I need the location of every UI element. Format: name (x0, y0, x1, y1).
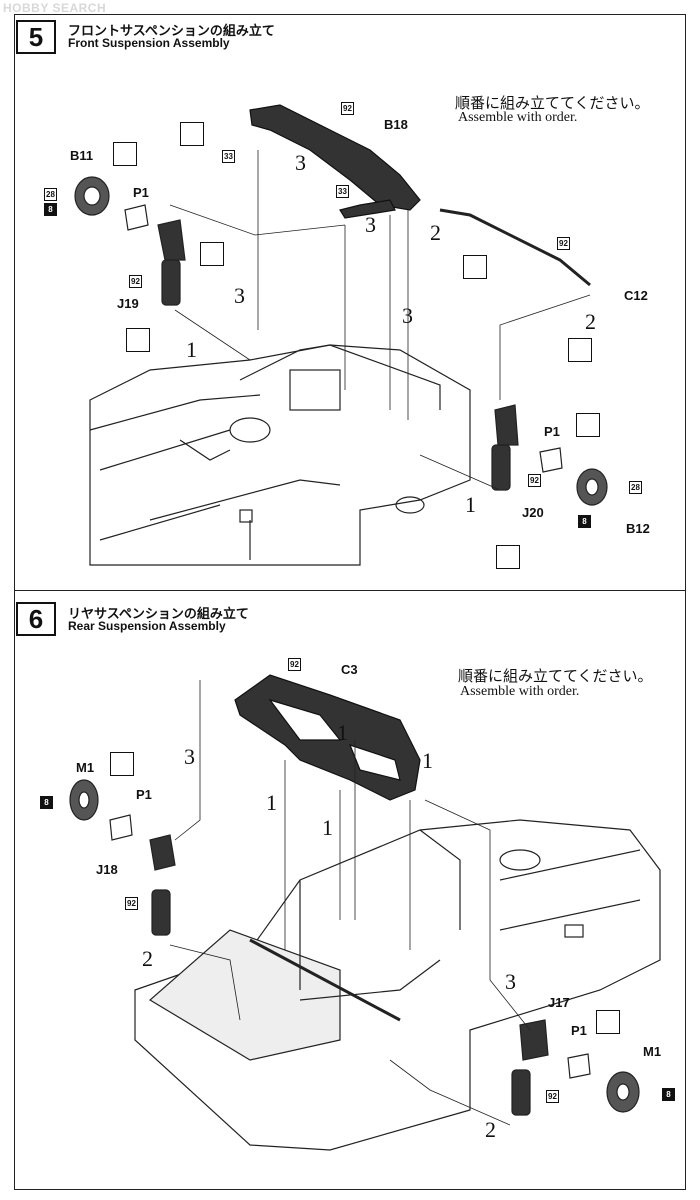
part-label: B12 (626, 521, 650, 536)
cement-icon (113, 142, 137, 166)
paint-code-tag: 92 (341, 102, 354, 115)
paint-code-tag: 92 (129, 275, 142, 288)
assembly-note-en: Assemble with order. (460, 684, 580, 699)
assembly-note-en: Assemble with order. (458, 110, 578, 125)
j19-shock-drawing (157, 219, 186, 306)
order-mark: 3 (234, 283, 245, 308)
step-number-badge: 6 (16, 602, 56, 636)
step-title-jp: リヤサスペンションの組み立て (68, 606, 249, 621)
cement-icon (126, 328, 150, 352)
order-mark: 2 (142, 946, 153, 971)
paint-code-tag: 33 (222, 150, 235, 163)
paint-code-tag: 92 (546, 1090, 559, 1103)
b11-hub-drawing (74, 176, 149, 231)
paint-code-tag: 92 (288, 658, 301, 671)
b18-crossmember-drawing (249, 104, 421, 219)
part-label: C12 (624, 288, 648, 303)
cement-icon (463, 255, 487, 279)
rear-chassis-drawing (134, 819, 661, 1151)
part-label: J19 (117, 296, 139, 311)
c12-tierod-drawing (439, 208, 591, 287)
order-mark: 3 (295, 150, 306, 175)
order-mark: 1 (186, 337, 197, 362)
order-mark: 1 (422, 748, 433, 773)
j18-shock-drawing (149, 834, 176, 936)
paint-code-tag: 92 (125, 897, 138, 910)
section-divider (14, 590, 686, 591)
order-mark: 1 (322, 815, 333, 840)
part-label: B11 (70, 148, 94, 163)
step-title-en: Front Suspension Assembly (68, 36, 230, 50)
front-chassis-drawing (89, 344, 471, 566)
cement-icon (180, 122, 204, 146)
part-label: J20 (522, 505, 544, 520)
order-mark: 2 (585, 309, 596, 334)
part-label: M1 (76, 760, 95, 775)
cement-icon (596, 1010, 620, 1034)
order-mark: 3 (402, 303, 413, 328)
m1-gear-right-drawing (567, 1053, 640, 1113)
j17-shock-drawing (511, 1019, 549, 1116)
paint-code-tag: 8 (44, 203, 57, 216)
order-mark: 1 (337, 720, 348, 745)
m1-gear-left-drawing (69, 779, 133, 841)
part-label: C3 (341, 662, 358, 677)
paint-code-tag: 33 (336, 185, 349, 198)
cement-icon (110, 752, 134, 776)
step-title-jp: フロントサスペンションの組み立て (68, 23, 275, 38)
order-mark: 3 (184, 744, 195, 769)
assembly-note-jp: 順番に組み立ててください。 (455, 94, 650, 112)
page-frame (14, 14, 686, 1190)
cement-icon (200, 242, 224, 266)
order-mark: 2 (485, 1117, 496, 1142)
paint-code-tag: 8 (662, 1088, 675, 1101)
part-label: P1 (133, 185, 149, 200)
b12-hub-drawing (539, 447, 608, 506)
paint-code-tag: 92 (528, 474, 541, 487)
c3-frame-drawing (234, 674, 421, 801)
order-mark: 3 (365, 212, 376, 237)
paint-code-tag: 8 (40, 796, 53, 809)
step-title-en: Rear Suspension Assembly (68, 619, 226, 633)
order-mark: 2 (430, 220, 441, 245)
order-mark: 3 (505, 969, 516, 994)
part-label: J17 (548, 995, 570, 1010)
part-label: P1 (136, 787, 152, 802)
paint-code-tag: 92 (557, 237, 570, 250)
part-label: J18 (96, 862, 118, 877)
part-label: B18 (384, 117, 408, 132)
paint-code-tag: 8 (578, 515, 591, 528)
order-mark: 1 (266, 790, 277, 815)
step-number-badge: 5 (16, 20, 56, 54)
j20-shock-drawing (491, 404, 519, 491)
assembly-note-jp: 順番に組み立ててください。 (458, 667, 653, 685)
cement-icon (568, 338, 592, 362)
cement-icon (496, 545, 520, 569)
part-label: P1 (571, 1023, 587, 1038)
watermark: HOBBY SEARCH (3, 1, 107, 15)
paint-code-tag: 28 (44, 188, 57, 201)
order-mark: 1 (465, 492, 476, 517)
part-label: M1 (643, 1044, 662, 1059)
paint-code-tag: 28 (629, 481, 642, 494)
part-label: P1 (544, 424, 560, 439)
cement-icon (576, 413, 600, 437)
